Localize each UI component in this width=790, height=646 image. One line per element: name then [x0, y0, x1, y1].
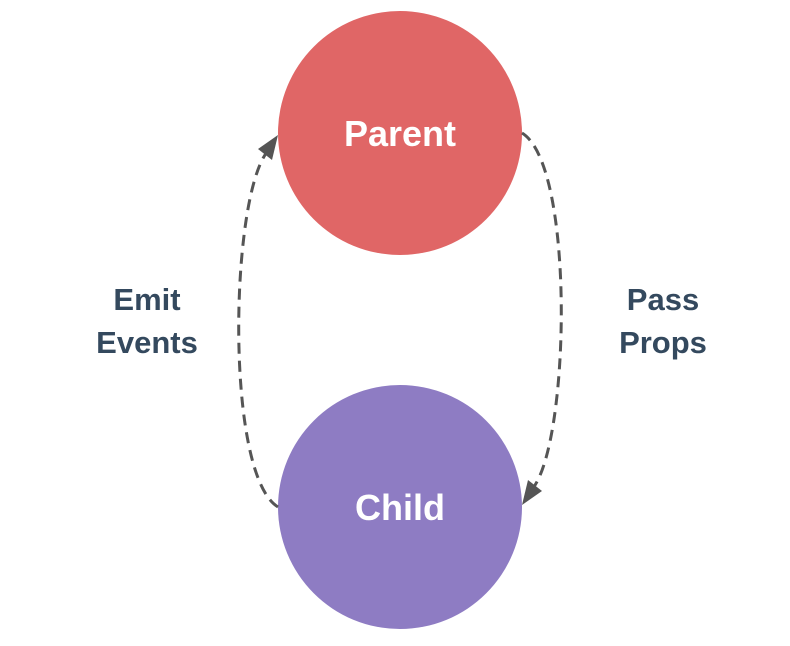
parent-label: Parent [344, 113, 456, 154]
child-circle [278, 385, 522, 629]
emit-events-label: Emit Events [96, 282, 198, 360]
child-node: Child [278, 385, 522, 629]
emit-events-label-line2: Events [96, 325, 198, 360]
pass-props-arrow-line [521, 131, 563, 489]
emit-events-arrowhead [258, 135, 278, 160]
child-label: Child [355, 487, 445, 528]
pass-props-label: Pass Props [619, 282, 707, 360]
pass-props-label-line2: Props [619, 325, 707, 360]
parent-node: Parent [278, 11, 522, 255]
pass-props-edge [521, 131, 563, 505]
emit-events-arrow-line [237, 151, 279, 509]
pass-props-label-line1: Pass [627, 282, 699, 317]
pass-props-arrowhead [522, 480, 542, 505]
parent-circle [278, 11, 522, 255]
emit-events-edge [237, 135, 279, 509]
emit-events-label-line1: Emit [113, 282, 180, 317]
